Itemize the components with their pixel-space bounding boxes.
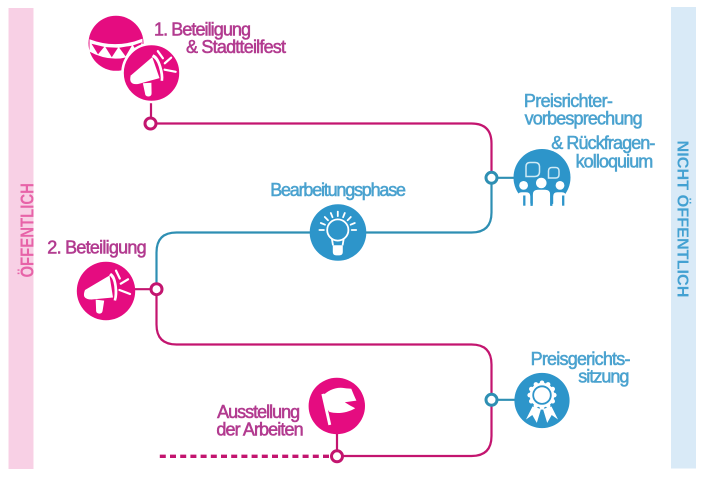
svg-text:NICHT ÖFFENTLICH: NICHT ÖFFENTLICH: [673, 141, 692, 298]
svg-text:Ausstellung: Ausstellung: [217, 402, 300, 422]
svg-text:Bearbeitungsphase: Bearbeitungsphase: [270, 180, 406, 200]
svg-text:& Stadtteilfest: & Stadtteilfest: [186, 37, 286, 57]
svg-text:sitzung: sitzung: [578, 367, 629, 387]
svg-text:1. Beteiligung: 1. Beteiligung: [154, 20, 251, 40]
svg-text:der Arbeiten: der Arbeiten: [216, 420, 303, 440]
svg-text:2. Beteiligung: 2. Beteiligung: [47, 237, 146, 257]
svg-text:kolloquium: kolloquium: [576, 152, 654, 172]
svg-text:vorbesprechung: vorbesprechung: [525, 108, 643, 128]
svg-text:Preisrichter-: Preisrichter-: [524, 91, 613, 111]
svg-text:& Rückfragen-: & Rückfragen-: [551, 133, 655, 153]
svg-text:ÖFFENTLICH: ÖFFENTLICH: [18, 183, 38, 277]
svg-text:Preisgerichts-: Preisgerichts-: [531, 349, 631, 369]
